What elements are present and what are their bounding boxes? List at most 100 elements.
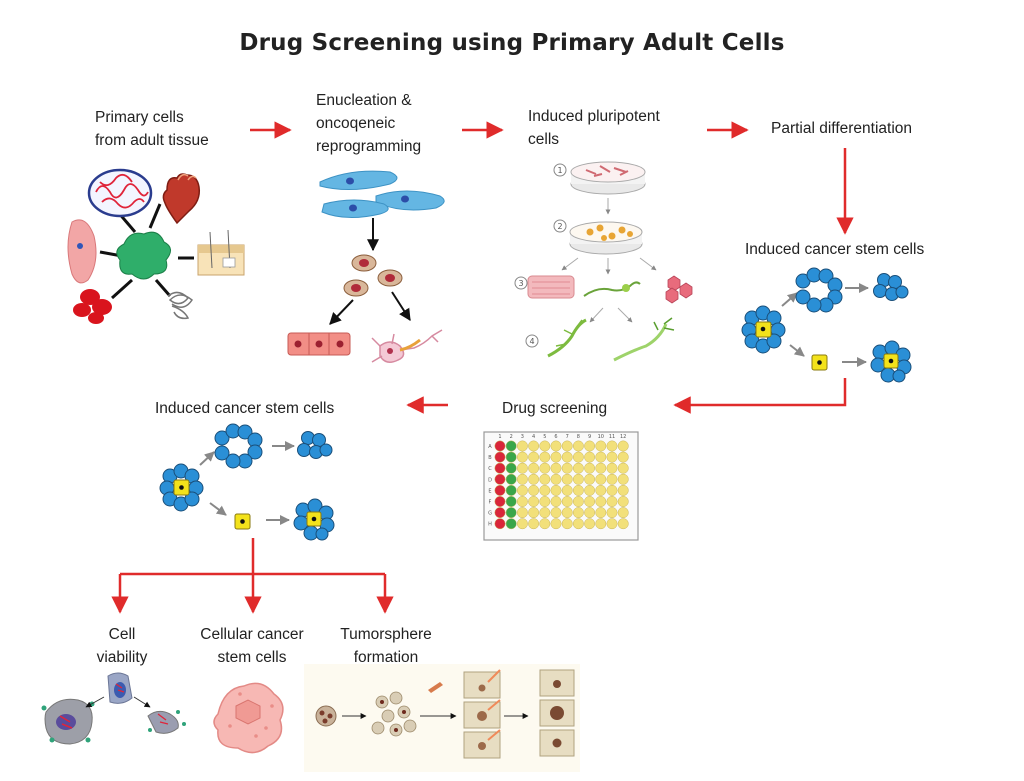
muscle-cell-icon xyxy=(67,219,97,284)
plate-well xyxy=(606,473,618,485)
plate-well xyxy=(606,462,618,474)
plate-row-label: D xyxy=(488,477,492,483)
plate-well xyxy=(528,473,540,485)
plate-well xyxy=(539,518,551,530)
plate-row-label: F xyxy=(489,500,492,506)
cancer-stem-cell-illustration xyxy=(213,682,284,754)
plate-well xyxy=(584,473,596,485)
step-2: 2 xyxy=(557,222,562,231)
step-3: 3 xyxy=(518,279,523,288)
plate-well xyxy=(572,451,584,463)
label-primary-cells: Primary cells from adult tissue xyxy=(95,109,209,149)
plate-well xyxy=(572,496,584,507)
plate-well xyxy=(539,440,551,452)
heart-icon xyxy=(162,173,201,225)
ipsc-illustration: 1 2 3 4 xyxy=(514,161,693,362)
plate-row-label: B xyxy=(488,455,492,461)
plate-well xyxy=(550,484,562,496)
red-blood-cells-icon xyxy=(73,289,112,324)
petri-dish-1 xyxy=(570,161,646,195)
plate-well xyxy=(561,518,573,530)
plate-well xyxy=(572,484,584,496)
icsc-right-illustration xyxy=(741,267,912,383)
plate-well xyxy=(572,473,584,485)
plate-well xyxy=(595,496,607,507)
icsc-left-illustration xyxy=(159,423,335,541)
plate-well xyxy=(595,440,607,452)
cell-viability-illustration xyxy=(41,672,186,745)
plate-col-label: 10 xyxy=(598,434,604,440)
plate-row-label: G xyxy=(488,511,492,517)
stem-cell-icon xyxy=(116,231,171,280)
plate-well xyxy=(584,484,596,496)
label-cellular-cancer-stem-cells: Cellular cancer stem cells xyxy=(200,626,304,666)
plate-well xyxy=(606,518,618,530)
plate-well xyxy=(550,462,562,474)
plate-well xyxy=(528,451,540,463)
plate-well xyxy=(584,440,596,452)
plate-col-label: 2 xyxy=(510,434,513,440)
reprogramming-illustration xyxy=(287,170,445,363)
plate-well xyxy=(516,473,528,485)
plate-well xyxy=(584,462,596,474)
plate-well xyxy=(561,451,573,463)
plate-well xyxy=(617,440,629,452)
plate-well xyxy=(572,507,584,519)
petri-dish-2 xyxy=(569,221,643,255)
brain-tissue-icon xyxy=(87,168,153,218)
plate-well xyxy=(494,440,506,452)
neuron-icon-b xyxy=(613,323,668,362)
plate-well xyxy=(539,451,551,463)
tumorsphere-illustration xyxy=(304,664,580,772)
plate-well xyxy=(606,484,618,496)
epithelial-cells-icon xyxy=(287,332,351,356)
skin-tissue-icon xyxy=(197,229,245,276)
plate-well xyxy=(550,451,562,463)
plate-well xyxy=(606,440,618,452)
neuron-icon-a xyxy=(547,318,587,358)
plate-well xyxy=(572,518,584,530)
plate-col-label: 12 xyxy=(620,434,626,440)
plate-well xyxy=(528,518,540,530)
plate-well xyxy=(528,484,540,496)
plate-well xyxy=(539,462,551,474)
plate-col-label: 9 xyxy=(588,434,591,440)
label-induced-pluripotent: Induced pluripotent cells xyxy=(528,108,660,148)
plate-row-label: C xyxy=(488,466,492,472)
primary-tissue-illustration xyxy=(67,168,245,324)
plate-well xyxy=(584,518,596,530)
plate-well xyxy=(561,507,573,519)
plate-well xyxy=(584,451,596,463)
step-1: 1 xyxy=(557,166,562,175)
plate-well xyxy=(595,507,607,519)
plate-well xyxy=(494,518,506,530)
neuron-green-icon xyxy=(583,281,641,297)
plate-well xyxy=(516,440,528,452)
plate-well xyxy=(561,473,573,485)
plate-col-label: 8 xyxy=(577,434,580,440)
step-markers xyxy=(514,163,567,348)
plate-well xyxy=(494,496,506,507)
plate-well xyxy=(617,451,629,463)
plate-well xyxy=(539,496,551,507)
plate-well xyxy=(494,484,506,496)
plate-well xyxy=(595,451,607,463)
plate-well xyxy=(584,496,596,507)
plate-well xyxy=(505,484,517,496)
arrow-icsc-to-drug-screening xyxy=(673,378,847,414)
plate-well xyxy=(516,507,528,519)
plate-well xyxy=(528,496,540,507)
plate-well xyxy=(550,496,562,507)
step-4: 4 xyxy=(529,337,534,346)
plate-well xyxy=(595,518,607,530)
plate-well xyxy=(617,462,629,474)
plate-well xyxy=(539,507,551,519)
plate-row-label: E xyxy=(488,488,491,494)
plate-well xyxy=(516,484,528,496)
plate-well xyxy=(528,462,540,474)
plate-well xyxy=(606,451,618,463)
plate-well xyxy=(617,507,629,519)
label-induced-cancer-stem-cells-left: Induced cancer stem cells xyxy=(155,400,335,417)
